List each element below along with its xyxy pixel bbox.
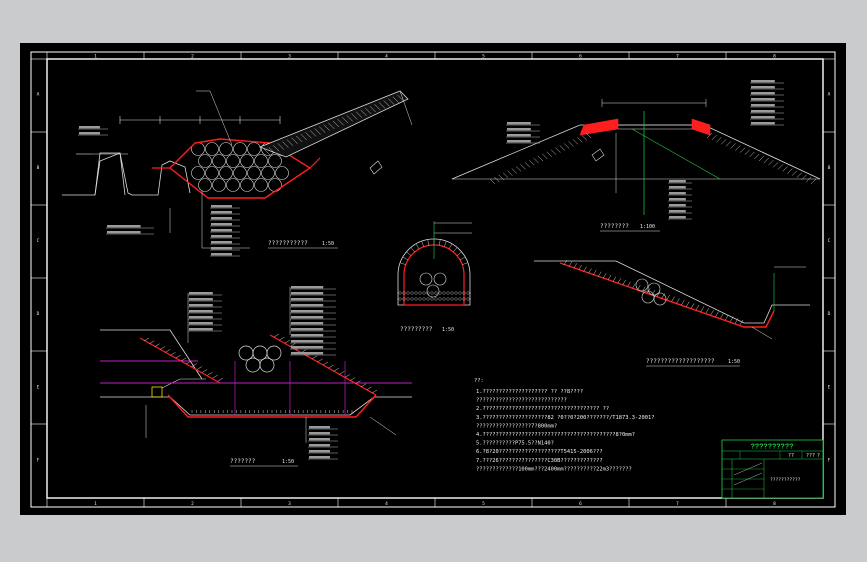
view-4-scale: 1:50	[282, 459, 294, 465]
notes-heading: ??:	[474, 378, 484, 384]
note-line: 3.????????????????????82 ?0??0?200??????…	[476, 415, 655, 421]
outer-frame	[30, 51, 836, 508]
slope-hatch-5	[563, 259, 744, 326]
grid-letter: F	[37, 457, 40, 463]
view-4-title: ???????	[230, 458, 256, 465]
note-line: 5.??????????P75.5??N140?	[476, 441, 554, 447]
label-block-4	[188, 286, 338, 460]
note-line: ????????????????????????????	[476, 398, 567, 404]
note-line: 4.??????????????????????????????????????…	[476, 432, 635, 438]
note-line: 7.???26???????????????C30B?????????????	[476, 458, 603, 464]
label-block-1	[78, 126, 240, 257]
grid-number: 7	[676, 54, 679, 60]
grid-number: 6	[579, 501, 582, 507]
note-line: ?????????????????7?800mm?	[476, 423, 557, 429]
view-3-scale: 1:50	[442, 327, 454, 333]
note-line: 6.?8?20???????????????????T5415-2006???	[476, 449, 603, 455]
grid-letter: D	[37, 311, 40, 317]
grid-number: 2	[191, 54, 194, 60]
grid-number: 5	[482, 54, 485, 60]
grid-number: 1	[94, 54, 97, 60]
view-4-section: ??????? 1:50	[100, 286, 412, 467]
grid-letter: B	[828, 165, 831, 171]
title-block-title: ??????????	[751, 444, 794, 451]
title-block-row-3: ?	[817, 453, 820, 459]
grid-number: 8	[773, 501, 776, 507]
view-5-slope-detail: ??????????????????? 1:50	[534, 259, 810, 367]
view-2-title: ????????	[600, 223, 629, 230]
grid-number: 4	[385, 501, 388, 507]
view-3-tunnel: ????????? 1:50	[397, 221, 472, 333]
grid-number: 7	[676, 501, 679, 507]
notes-block: ??: 1.???????????????????? ?? ??8???? ??…	[474, 378, 655, 472]
title-block-row-1: ??	[788, 453, 794, 459]
grid-number: 6	[579, 54, 582, 60]
note-line: 2.???????????????????????????????????? ?…	[476, 406, 609, 412]
slope-hatch-4	[143, 333, 378, 413]
grid-number: 8	[773, 54, 776, 60]
view-5-title: ???????????????????	[646, 358, 715, 365]
grid-letter: B	[37, 165, 40, 171]
view-1-scale: 1:50	[322, 241, 334, 247]
grid-number: 2	[191, 501, 194, 507]
tunnel-hatch	[398, 239, 470, 301]
grid-letter: C	[828, 238, 831, 244]
grid-letter: E	[828, 384, 831, 390]
view-2-embankment: ???????? 1:100	[451, 80, 821, 232]
grid-number: 3	[288, 54, 291, 60]
view-1-section: ??????????? 1:50	[62, 90, 413, 257]
grid-number: 5	[482, 501, 485, 507]
slope-hatch-1	[263, 92, 409, 156]
view-3-title: ?????????	[400, 326, 433, 333]
grid-letter: A	[828, 92, 831, 98]
title-block: ?????????? ?? ??? ? ???????????	[721, 439, 824, 499]
title-block-drawing-name: ???????????	[770, 477, 801, 483]
grid-letter: F	[828, 457, 831, 463]
grid-number: 4	[385, 54, 388, 60]
title-block-row-2: ???	[806, 453, 815, 459]
slope-hatch-2	[489, 132, 817, 185]
grid-letter: D	[828, 311, 831, 317]
grid-letter: E	[37, 384, 40, 390]
label-block-2	[506, 80, 784, 220]
view-2-scale: 1:100	[640, 224, 655, 230]
notes-lines: 1.???????????????????? ?? ??8???? ??????…	[476, 389, 655, 472]
grid-number: 1	[94, 501, 97, 507]
grid-letter: A	[37, 92, 40, 98]
note-line: 1.???????????????????? ?? ??8????	[476, 389, 583, 395]
view-5-scale: 1:50	[728, 359, 740, 365]
grid-letter: C	[37, 238, 40, 244]
note-line: ?????????????100mm???2400mm??????????22m…	[476, 466, 632, 472]
grid-number: 3	[288, 501, 291, 507]
view-1-title: ???????????	[268, 240, 308, 247]
